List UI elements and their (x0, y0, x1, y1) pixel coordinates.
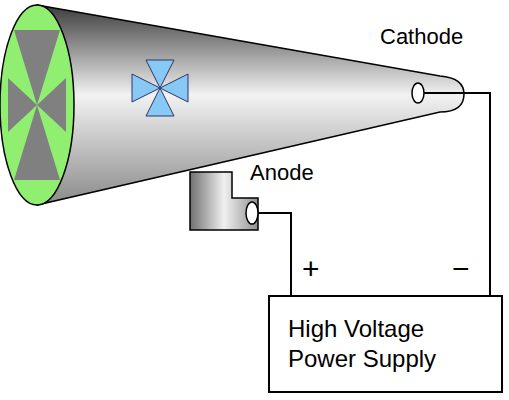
tube-body (37, 5, 464, 205)
polarity-sign: − (452, 254, 470, 284)
maltese-cross (132, 60, 188, 116)
cathode-wire (424, 93, 490, 296)
polarity-sign: + (302, 254, 320, 284)
anode-wire (258, 213, 291, 296)
box-text: High Voltage Power Supply (270, 314, 501, 374)
anode-arm (190, 172, 258, 230)
electrode-label: Anode (250, 162, 314, 184)
electrode-label: Cathode (380, 26, 463, 48)
power-supply-box: High Voltage Power Supply (268, 295, 503, 393)
phosphor-screen (0, 5, 74, 205)
cross-shadow (8, 30, 66, 180)
anode-electrode (246, 202, 258, 224)
cathode-electrode (412, 83, 424, 103)
